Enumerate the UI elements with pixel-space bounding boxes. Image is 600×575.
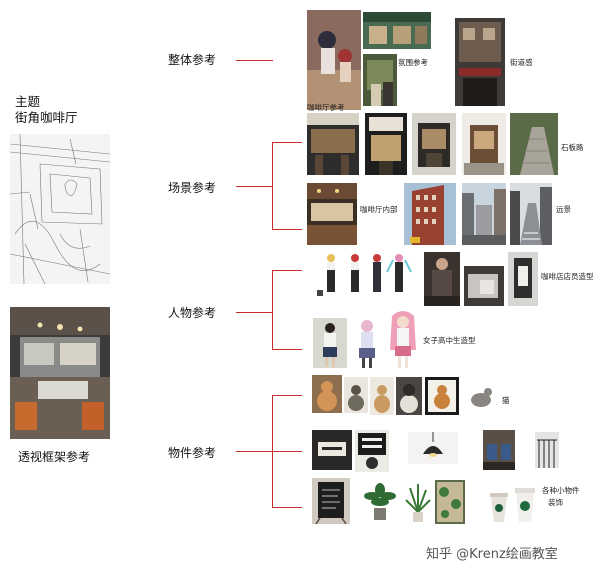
cafe-storefront-green <box>363 12 431 49</box>
connector-object-stem <box>236 451 272 452</box>
cat-photo-4 <box>396 377 422 415</box>
cafe-exterior-photo-3 <box>412 113 456 175</box>
chalkboard-sign-photo <box>312 478 350 524</box>
caption-stone-road: 石板路 <box>561 143 584 152</box>
barista-photo-2 <box>464 266 504 306</box>
connector-overall <box>236 60 273 61</box>
theme-name: 街角咖啡厅 <box>15 110 78 125</box>
caption-cat: 猫 <box>502 396 510 405</box>
cafe-exterior-photo-2 <box>365 113 407 175</box>
connector-object-branch-3 <box>272 507 302 508</box>
cat-photo-2 <box>344 377 368 413</box>
connector-character-vertical <box>272 270 273 350</box>
perspective-caption: 透视框架参考 <box>18 450 91 464</box>
schoolgirl-photo <box>313 318 347 368</box>
street-building-photo <box>455 18 505 106</box>
category-scene: 场景参考 <box>168 181 217 195</box>
cafe-exterior-photo-4 <box>462 113 506 175</box>
caption-small-items-line1: 各种小物件 <box>542 486 580 495</box>
anime-cafe-illustration <box>307 10 361 110</box>
mission-sign-photo <box>355 430 389 472</box>
connector-object-branch-1 <box>272 395 302 396</box>
shop-sign-photo <box>312 430 352 470</box>
coffee-cup-photo-1 <box>488 490 510 524</box>
category-object: 物件参考 <box>168 446 217 460</box>
connector-character-branch-1 <box>272 270 302 271</box>
cafe-interior-photo <box>307 183 357 245</box>
connector-object-branch-2 <box>272 451 302 452</box>
caption-distant-view: 远景 <box>556 205 571 214</box>
stone-road-photo <box>510 113 558 175</box>
atmosphere-photo <box>363 54 397 106</box>
schoolgirl-illustration-1 <box>350 316 384 368</box>
potted-plant-photo-1 <box>360 482 400 522</box>
building-photo-red <box>404 183 456 245</box>
coffee-cup-photo-2 <box>512 486 538 524</box>
caption-street-feel: 街道感 <box>510 58 533 67</box>
cat-photo-1 <box>312 375 342 413</box>
caption-staff-design: 咖啡店店员造型 <box>541 272 594 281</box>
connector-scene-branch-1 <box>272 142 302 143</box>
caption-cafe-ref: 咖啡厅参考 <box>307 103 345 112</box>
cafe-exterior-photo-1 <box>307 113 359 175</box>
watermark: 知乎 @Krenz绘画教室 <box>426 547 558 562</box>
potted-plant-photo-2 <box>404 482 432 524</box>
caption-small-items-line2: 装饰 <box>548 498 563 507</box>
category-overall: 整体参考 <box>168 53 217 67</box>
distant-view-photo <box>510 183 552 245</box>
caption-cafe-interior: 咖啡厅内部 <box>360 205 398 214</box>
city-street-photo <box>462 183 506 245</box>
connector-scene-branch-2 <box>272 229 302 230</box>
connector-character-branch-2 <box>272 349 302 350</box>
cat-photo-3 <box>370 377 394 415</box>
plant-shelf-photo <box>435 480 465 524</box>
caption-atmosphere: 氛围参考 <box>398 58 428 67</box>
category-character: 人物参考 <box>168 306 217 320</box>
barista-photo-3 <box>508 252 538 306</box>
theme-label: 主题 <box>15 94 41 109</box>
cat-photo-5 <box>425 377 459 415</box>
perspective-photo <box>10 307 110 439</box>
staff-character-sheet <box>313 250 421 306</box>
caption-schoolgirl-design: 女子高中生造型 <box>423 336 476 345</box>
cat-photo-6 <box>466 382 496 410</box>
schoolgirl-illustration-2 <box>386 310 420 368</box>
pendant-lamp-photo <box>408 432 458 464</box>
connector-character-stem <box>236 312 272 313</box>
connector-scene-vertical <box>272 142 273 230</box>
cafe-chairs-photo <box>483 430 515 470</box>
line-sketch-image <box>10 134 110 284</box>
connector-scene-stem <box>236 186 272 187</box>
railing-photo <box>535 432 559 468</box>
barista-photo-1 <box>424 252 460 306</box>
